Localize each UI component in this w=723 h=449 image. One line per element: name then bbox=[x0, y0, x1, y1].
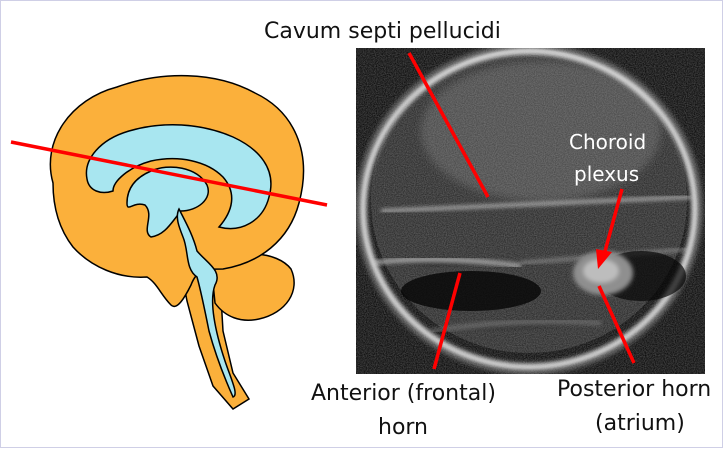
anterior-horn-label-line2: horn bbox=[378, 415, 428, 441]
posterior-horn-label-line1: Posterior horn bbox=[557, 377, 711, 403]
choroid-plexus-label-line2: plexus bbox=[574, 161, 639, 187]
cavum-septi-pellucidi-label: Cavum septi pellucidi bbox=[264, 19, 501, 45]
anterior-horn-label-line1: Anterior (frontal) bbox=[311, 381, 496, 407]
ultrasound-image bbox=[356, 45, 705, 374]
posterior-horn-label-line2: (atrium) bbox=[595, 411, 685, 437]
brain-diagram bbox=[11, 76, 327, 409]
choroid-plexus-label-line1: Choroid bbox=[569, 129, 646, 155]
